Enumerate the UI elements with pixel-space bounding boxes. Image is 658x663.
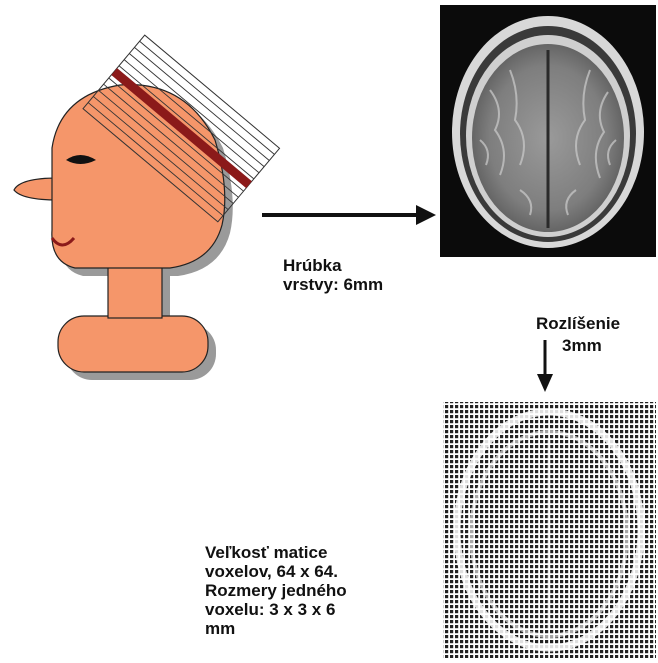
resolution-value-label: 3mm — [562, 336, 602, 355]
resolution-label: Rozlíšenie — [536, 314, 620, 333]
voxel-info-line-1: Veľkosť matice — [205, 543, 347, 562]
voxel-info-line-4: voxelu: 3 x 3 x 6 — [205, 600, 347, 619]
voxel-grid-image — [443, 402, 656, 658]
head-illustration — [14, 35, 280, 380]
slice-thickness-line-1: Hrúbka — [283, 256, 383, 275]
arrow-to-mri — [262, 205, 436, 225]
mri-scan-image — [440, 5, 656, 257]
voxel-info-line-3: Rozmery jedného — [205, 581, 347, 600]
slice-thickness-line-2: vrstvy: 6mm — [283, 275, 383, 294]
resolution-line-1: Rozlíšenie — [536, 314, 620, 333]
slice-thickness-label: Hrúbka vrstvy: 6mm — [283, 256, 383, 294]
voxel-info-line-2: voxelov, 64 x 64. — [205, 562, 347, 581]
head-base — [58, 316, 208, 372]
arrow-down — [537, 340, 553, 392]
resolution-line-2: 3mm — [562, 336, 602, 355]
voxel-info-line-5: mm — [205, 619, 347, 638]
neck — [108, 266, 162, 318]
voxel-info-label: Veľkosť matice voxelov, 64 x 64. Rozmery… — [205, 543, 347, 638]
